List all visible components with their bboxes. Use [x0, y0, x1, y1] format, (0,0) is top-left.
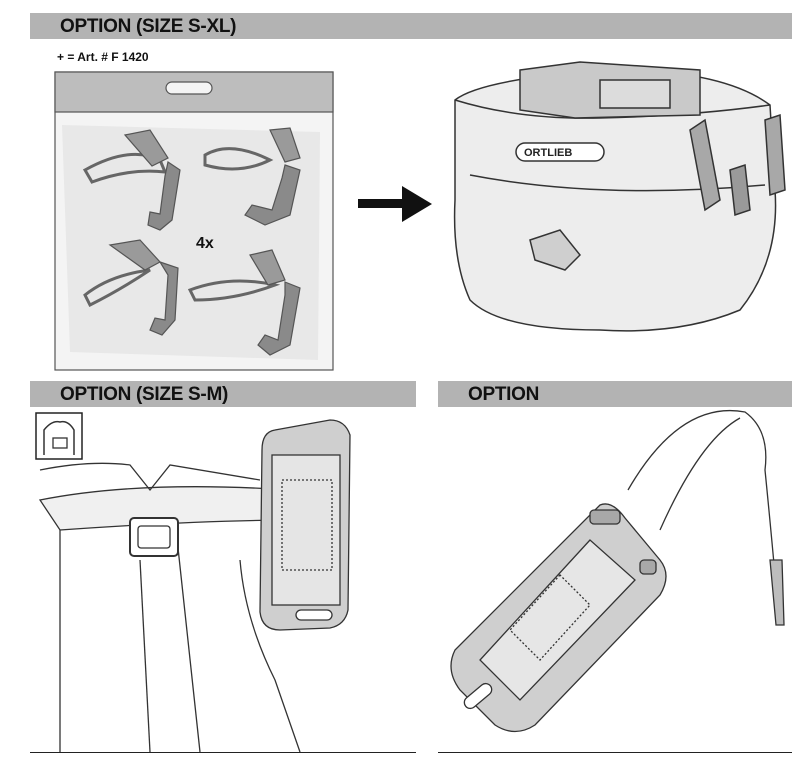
strap-bag-illustration: 4x	[54, 71, 334, 371]
section-title-bottom-right: OPTION	[468, 384, 540, 405]
article-number: + = Art. # F 1420	[57, 50, 149, 64]
arrow-right-icon	[358, 186, 432, 222]
header-band-top: OPTION (SIZE S-XL)	[30, 13, 792, 39]
header-band-bottom-right: OPTION	[438, 381, 792, 407]
phone-case-belt	[259, 419, 351, 631]
section-title-bottom-left: OPTION (SIZE S-M)	[60, 384, 229, 405]
quantity-label: 4x	[196, 235, 214, 252]
handlebar-bag-illustration: ORTLIEB	[453, 61, 786, 332]
lanyard-case-illustration	[450, 410, 785, 733]
footer-rule-right	[438, 752, 792, 753]
section-title-top: OPTION (SIZE S-XL)	[60, 16, 237, 37]
header-band-bottom-left: OPTION (SIZE S-M)	[30, 381, 416, 407]
bag-logo: ORTLIEB	[524, 147, 572, 159]
footer-rule-left	[30, 752, 416, 753]
belt-case-illustration	[35, 412, 351, 753]
